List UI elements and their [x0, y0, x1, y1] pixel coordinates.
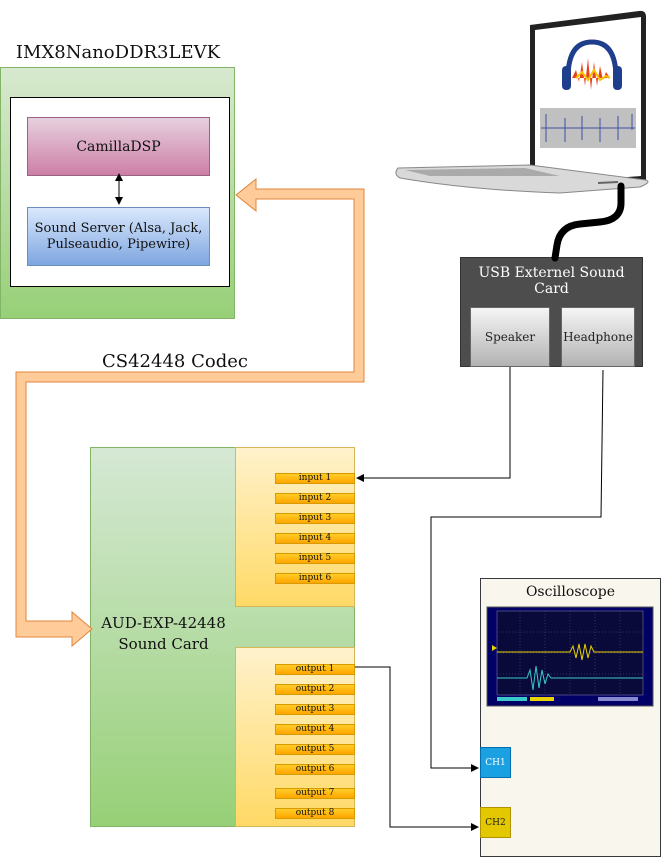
usb-cable: [551, 182, 625, 262]
camilladsp-block: CamillaDSP: [27, 117, 210, 176]
ch1-input: CH1: [480, 747, 511, 778]
output-port: output 8: [275, 808, 355, 819]
codec-label: CS42448 Codec: [102, 351, 248, 372]
sound-card-label-line1: AUD-EXP-42448: [101, 614, 226, 632]
output-port: output 3: [275, 704, 355, 715]
speaker-to-input-link: [356, 367, 511, 482]
output-port: output 6: [275, 764, 355, 775]
output1-to-ch2-link: [355, 666, 479, 831]
sound-server-block: Sound Server (Alsa, Jack, Pulseaudio, Pi…: [27, 207, 210, 266]
audacity-logo-icon: [562, 39, 622, 90]
speaker-port: Speaker: [470, 307, 550, 367]
input-port: input 1: [275, 473, 355, 484]
board-title: IMX8NanoDDR3LEVK: [15, 42, 221, 63]
headphone-to-ch1-link: [430, 369, 604, 772]
ch2-input: CH2: [480, 807, 511, 838]
sound-card-label-line2: Sound Card: [118, 635, 209, 653]
output-port: output 5: [275, 744, 355, 755]
output-port: output 4: [275, 724, 355, 735]
codec-bus-arrow: [15, 177, 365, 648]
waveform-icon: [540, 108, 636, 148]
usb-sound-card-title: USB Externel Sound Card: [478, 265, 625, 297]
input-port: input 4: [275, 533, 355, 544]
oscilloscope-screen-icon: [486, 606, 654, 707]
input-port: input 2: [275, 493, 355, 504]
input-port: input 5: [275, 553, 355, 564]
output-port: output 7: [275, 788, 355, 799]
headphone-port: Headphone: [561, 307, 635, 367]
input-port: input 6: [275, 573, 355, 584]
sound-card-label: AUD-EXP-42448 Sound Card: [90, 613, 237, 655]
output-port: output 2: [275, 684, 355, 695]
output-port: output 1: [275, 664, 355, 675]
laptop-icon: [395, 10, 649, 194]
input-port: input 3: [275, 513, 355, 524]
oscilloscope-title: Oscilloscope: [525, 584, 616, 600]
